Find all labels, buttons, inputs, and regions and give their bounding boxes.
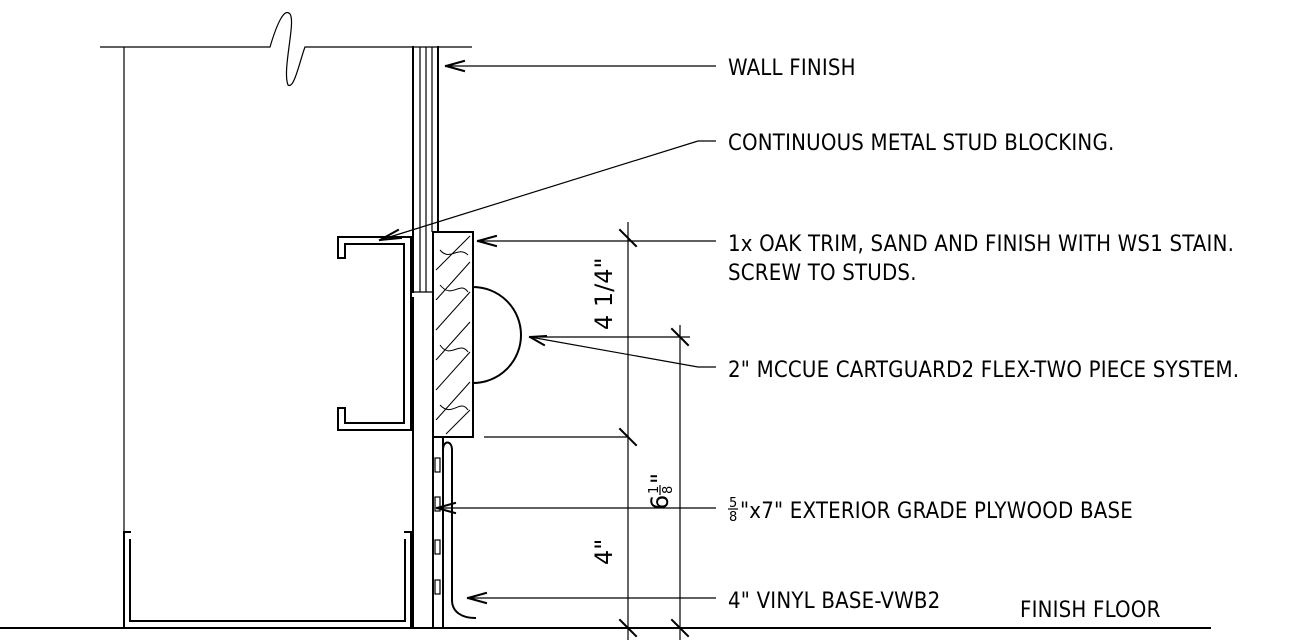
cartguard-profile [471,285,522,385]
label-plywood-base: 5 8 "x7" EXTERIOR GRADE PLYWOOD BASE [728,496,1133,525]
dim-guard-height: 6 1 8 " [646,473,676,510]
dim-trim-height: 4 1/4" [590,257,618,330]
label-oak-trim-line1: 1x OAK TRIM, SAND AND FINISH WITH WS1 ST… [728,232,1234,257]
plywood-rest: "x7" EXTERIOR GRADE PLYWOOD BASE [740,499,1133,524]
plywood-base [432,436,444,629]
oak-trim-board [432,231,474,438]
plywood-frac-den: 8 [729,510,737,525]
dim-guard-den: 8 [661,486,676,494]
leader-lines [378,59,716,605]
bottom-track [123,531,412,629]
label-blocking: CONTINUOUS METAL STUD BLOCKING. [728,131,1114,156]
plywood-frac-num: 5 [729,496,737,511]
label-cartguard: 2" MCCUE CARTGUARD2 FLEX-TWO PIECE SYSTE… [728,358,1239,383]
label-finish-floor: FINISH FLOOR [1020,598,1161,623]
dim-guard-whole: 6 [646,495,674,510]
dim-guard-inch: " [646,473,674,484]
label-wall-finish: WALL FINISH [728,56,856,81]
dim-base-height: 4" [590,539,618,565]
label-vinyl-base: 4" VINYL BASE-VWB2 [728,589,940,614]
wall-finish-layers [412,46,439,629]
vinyl-base [442,441,477,629]
metal-stud-blocking [337,236,412,431]
label-oak-trim-line2: SCREW TO STUDS. [728,261,917,286]
wall-break-line [100,11,472,86]
dim-guard-num: 1 [647,486,662,494]
dimension-lines [484,222,690,640]
